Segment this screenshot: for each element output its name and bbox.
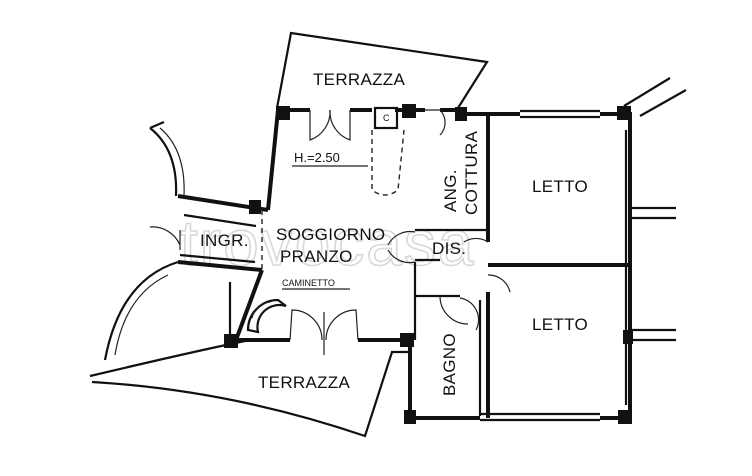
label-ceiling-height: H.=2.50 (294, 150, 340, 165)
label-living-line1: SOGGIORNO (276, 225, 385, 244)
terrace-bottom-outline (89, 260, 408, 438)
closet (371, 106, 405, 196)
label-living-line2: PRANZO (280, 247, 353, 266)
label-kitchen-line2: COTTURA (462, 130, 481, 215)
right-exterior (623, 77, 687, 342)
label-hallway: DIS. (432, 239, 466, 258)
entrance-balcony (149, 120, 185, 197)
label-closet: C (383, 113, 390, 123)
terrace-top-outline (275, 31, 489, 109)
structural-pillars (224, 104, 633, 424)
fireplace (246, 298, 287, 334)
label-bathroom: BAGNO (440, 333, 459, 396)
interior-walls (177, 112, 630, 418)
label-bedroom-2: LETTO (532, 315, 588, 334)
label-bedroom-1: LETTO (532, 177, 588, 196)
label-terrace-top: TERRAZZA (313, 70, 405, 89)
doors (149, 109, 511, 355)
label-terrace-bottom: TERRAZZA (258, 373, 350, 392)
label-fireplace: CAMINETTO (282, 278, 335, 288)
label-kitchen-line1: ANG. (441, 169, 460, 212)
label-entrance: INGR. (200, 231, 249, 250)
